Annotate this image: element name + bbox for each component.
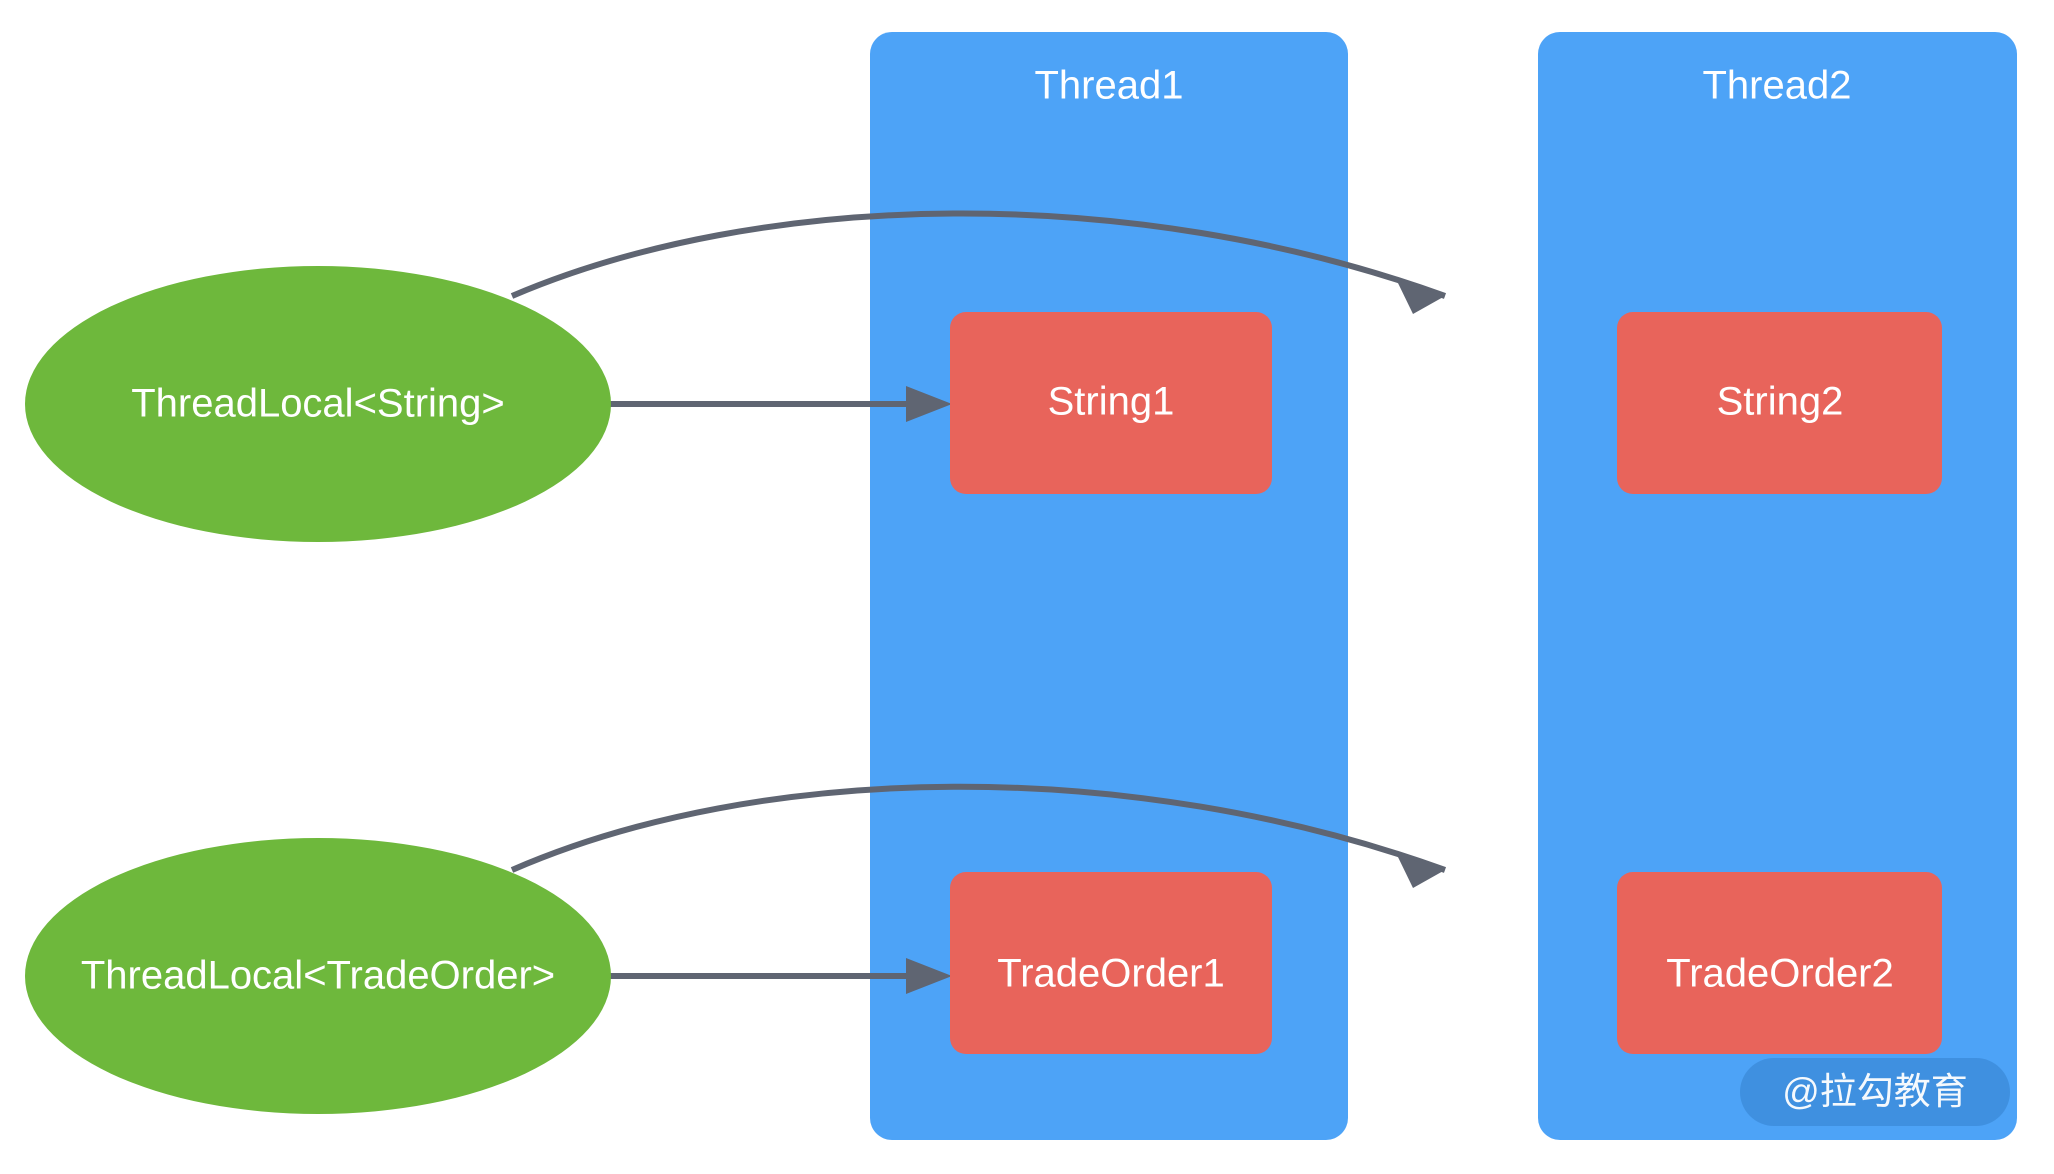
value-box-tradeorder2[interactable]: TradeOrder2 bbox=[1617, 872, 1942, 1054]
threadlocal-ellipse-background bbox=[25, 266, 611, 542]
thread-column-background bbox=[870, 32, 1348, 1140]
thread-column-background bbox=[1538, 32, 2017, 1140]
value-box-string2[interactable]: String2 bbox=[1617, 312, 1942, 494]
threadlocal-ellipse-background bbox=[25, 838, 611, 1114]
value-box-background bbox=[950, 872, 1272, 1054]
edge-path bbox=[510, 783, 1447, 873]
arrow-head-icon bbox=[906, 958, 952, 994]
threadlocal-label: ThreadLocal<TradeOrder> bbox=[81, 954, 555, 998]
value-box-label: String2 bbox=[1717, 380, 1844, 424]
edge-tltradeorder-to-tradeorder2 bbox=[510, 783, 1447, 888]
threadlocal-label: ThreadLocal<String> bbox=[131, 382, 505, 426]
threadlocal-node-tradeorder[interactable]: ThreadLocal<TradeOrder> bbox=[25, 838, 611, 1114]
thread-column-thread1[interactable]: Thread1 bbox=[870, 32, 1348, 1140]
edge-path bbox=[510, 210, 1447, 299]
value-box-background bbox=[1617, 312, 1942, 494]
value-box-background bbox=[950, 312, 1272, 494]
value-box-label: String1 bbox=[1048, 380, 1175, 424]
edge-tlstring-to-string2 bbox=[510, 210, 1447, 314]
thread-column-label: Thread2 bbox=[1703, 64, 1852, 108]
watermark: @拉勾教育 bbox=[1740, 1058, 2010, 1126]
watermark-label: @拉勾教育 bbox=[1782, 1071, 1968, 1112]
arrow-head-icon bbox=[1397, 281, 1445, 314]
edge-tlstring-to-string1 bbox=[604, 386, 952, 422]
edge-tltradeorder-to-tradeorder1 bbox=[604, 958, 952, 994]
value-box-tradeorder1[interactable]: TradeOrder1 bbox=[950, 872, 1272, 1054]
value-box-label: TradeOrder2 bbox=[1666, 952, 1894, 996]
arrow-head-icon bbox=[906, 386, 952, 422]
watermark-badge-background bbox=[1740, 1058, 2010, 1126]
value-box-label: TradeOrder1 bbox=[997, 952, 1225, 996]
thread-column-thread2[interactable]: Thread2 bbox=[1538, 32, 2017, 1140]
threadlocal-node-string[interactable]: ThreadLocal<String> bbox=[25, 266, 611, 542]
value-box-background bbox=[1617, 872, 1942, 1054]
thread-column-label: Thread1 bbox=[1035, 64, 1184, 108]
arrow-head-icon bbox=[1397, 855, 1445, 888]
value-box-string1[interactable]: String1 bbox=[950, 312, 1272, 494]
